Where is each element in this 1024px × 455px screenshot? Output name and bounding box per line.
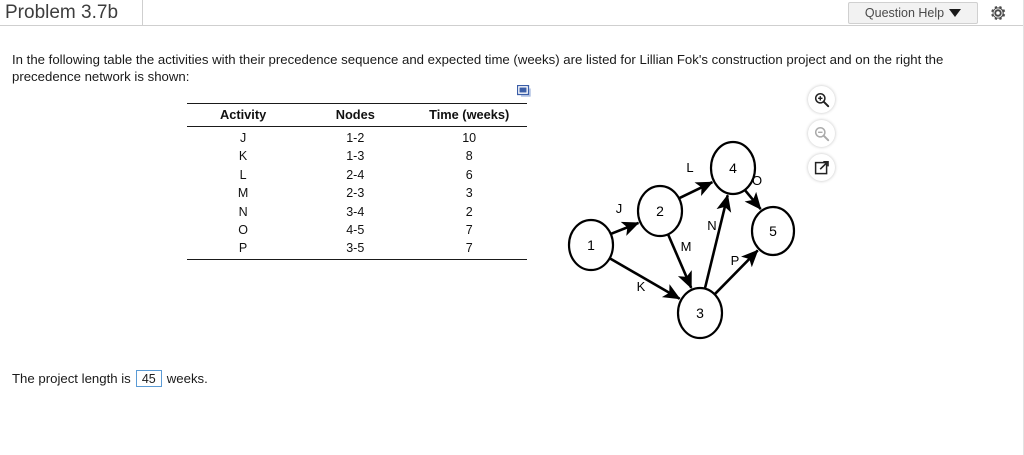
cell-nodes: 3-4	[346, 204, 365, 219]
cell-time: 3	[465, 186, 473, 201]
cell-time: 8	[465, 149, 473, 164]
copy-window-icon[interactable]	[516, 84, 533, 99]
activity-table-body: J 1-2 10 K 1-3 8 L 2-4 6 M 2-3 3 N 3-4	[187, 127, 527, 261]
page-title: Problem 3.7b	[5, 1, 119, 23]
image-tools-rail	[808, 86, 838, 188]
table-row: L 2-4 6	[187, 166, 527, 184]
answer-suffix-label: weeks.	[166, 371, 208, 386]
network-node-label-1: 1	[587, 237, 595, 253]
table-header-row: Activity Nodes Time (weeks)	[187, 103, 527, 127]
cell-nodes: 1-3	[346, 149, 365, 164]
network-node-label-5: 5	[769, 223, 777, 239]
cell-activity: P	[187, 239, 300, 261]
cell-activity: K	[238, 149, 248, 164]
network-node-2	[636, 184, 684, 238]
column-header-activity: Activity	[187, 103, 300, 127]
activity-table-container: Activity Nodes Time (weeks) J 1-2 10 K 1…	[187, 84, 531, 261]
network-edge-label-O: O	[752, 173, 762, 188]
zoom-out-icon[interactable]	[808, 120, 835, 147]
table-row: K 1-3 8	[187, 147, 527, 165]
table-row: J 1-2 10	[187, 127, 527, 148]
network-node-4	[709, 140, 757, 196]
network-edge-N	[703, 194, 732, 289]
cell-time: 7	[411, 239, 527, 261]
network-edge-label-L: L	[686, 160, 693, 175]
gear-icon[interactable]	[988, 3, 1008, 23]
table-row: P 3-5 7	[187, 239, 527, 261]
problem-statement: In the following table the activities wi…	[12, 52, 944, 85]
project-length-input[interactable]	[135, 370, 162, 387]
answer-prefix-label: The project length is	[12, 371, 131, 386]
cell-nodes: 4-5	[346, 222, 365, 237]
table-row: M 2-3 3	[187, 184, 527, 202]
table-row: N 3-4 2	[187, 202, 527, 220]
cell-activity: N	[238, 204, 248, 219]
network-node-label-2: 2	[656, 203, 664, 219]
cell-nodes: 3-5	[299, 239, 412, 261]
cell-activity: L	[239, 167, 247, 182]
question-help-label: Question Help	[864, 6, 945, 20]
cell-activity: M	[237, 186, 249, 201]
network-node-label-3: 3	[696, 305, 704, 321]
table-row: O 4-5 7	[187, 221, 527, 239]
question-help-button[interactable]: Question Help	[848, 2, 978, 24]
cell-time: 7	[465, 222, 473, 237]
pop-out-icon[interactable]	[808, 154, 835, 181]
network-edge-label-J: J	[616, 201, 623, 216]
chevron-down-icon	[949, 9, 962, 17]
cell-activity: O	[238, 222, 248, 237]
network-edge-label-P: P	[731, 253, 740, 268]
network-edge-label-K: K	[637, 279, 646, 294]
activity-table: Activity Nodes Time (weeks) J 1-2 10 K 1…	[187, 103, 527, 261]
network-node-3	[676, 286, 724, 340]
cell-time: 10	[462, 131, 477, 145]
network-edge-J	[610, 221, 640, 236]
column-header-nodes: Nodes	[299, 103, 412, 127]
network-edge-L	[678, 181, 714, 200]
column-header-time: Time (weeks)	[411, 103, 527, 127]
zoom-in-icon[interactable]	[808, 86, 835, 113]
problem-tab[interactable]: Problem 3.7b	[0, 0, 143, 25]
cell-time: 2	[465, 204, 473, 219]
network-node-1	[567, 218, 615, 272]
cell-time: 6	[465, 167, 473, 182]
network-node-label-4: 4	[729, 160, 737, 176]
network-edge-M	[666, 233, 693, 289]
network-edge-label-M: M	[681, 239, 692, 254]
cell-nodes: 2-4	[346, 167, 365, 182]
network-node-5	[750, 205, 796, 257]
cell-nodes: 1-2	[346, 131, 365, 145]
cell-nodes: 2-3	[346, 186, 365, 201]
network-edge-label-N: N	[707, 218, 716, 233]
network-edge-P	[713, 249, 759, 296]
network-edge-K	[609, 257, 681, 300]
answer-row: The project length is weeks.	[12, 370, 208, 387]
cell-activity: J	[239, 131, 247, 145]
network-edge-O	[743, 189, 762, 210]
